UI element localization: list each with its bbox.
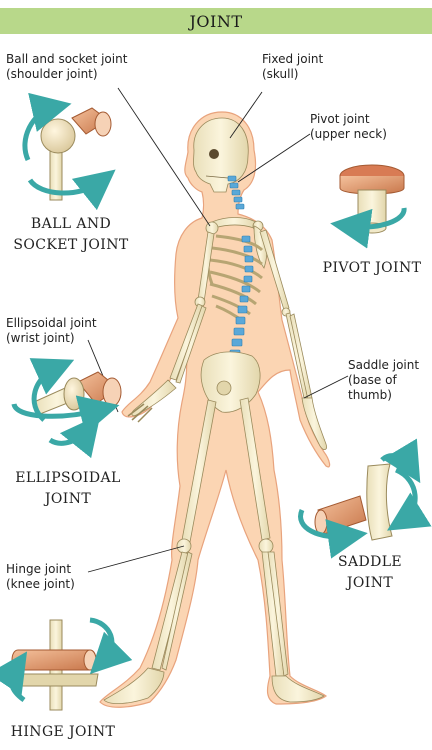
caption-ball-socket: BALL AND SOCKET JOINT — [6, 214, 136, 256]
caption-hinge-line1: HINGE JOINT — [0, 722, 126, 743]
label-saddle-line2: (base of — [348, 373, 419, 388]
label-fixed-line2: (skull) — [262, 67, 323, 82]
saddle-model — [301, 456, 416, 540]
label-saddle-line3: thumb) — [348, 388, 419, 403]
label-hinge-line2: (knee joint) — [6, 577, 75, 592]
label-saddle: Saddle joint (base of thumb) — [348, 358, 419, 403]
ellipsoidal-model — [14, 368, 121, 443]
caption-saddle-line1: SADDLE — [320, 552, 420, 573]
pivot-model — [340, 165, 404, 233]
caption-saddle: SADDLE JOINT — [320, 552, 420, 594]
label-pivot-line1: Pivot joint — [310, 112, 387, 127]
hinge-model — [11, 620, 112, 710]
label-hinge-line1: Hinge joint — [6, 562, 75, 577]
caption-ellipsoidal: ELLIPSOIDAL JOINT — [0, 468, 136, 510]
label-ellipsoidal: Ellipsoidal joint (wrist joint) — [6, 316, 97, 346]
caption-saddle-line2: JOINT — [320, 573, 420, 594]
label-pivot-line2: (upper neck) — [310, 127, 387, 142]
label-hinge: Hinge joint (knee joint) — [6, 562, 75, 592]
caption-ball-socket-line1: BALL AND — [6, 214, 136, 235]
label-saddle-line1: Saddle joint — [348, 358, 419, 373]
caption-pivot-line1: PIVOT JOINT — [312, 258, 432, 279]
caption-hinge: HINGE JOINT — [0, 722, 126, 743]
label-fixed: Fixed joint (skull) — [262, 52, 323, 82]
label-ellipsoidal-line1: Ellipsoidal joint — [6, 316, 97, 331]
label-ball-socket-line1: Ball and socket joint — [6, 52, 127, 67]
label-fixed-line1: Fixed joint — [262, 52, 323, 67]
caption-ellipsoidal-line2: JOINT — [0, 489, 136, 510]
label-pivot: Pivot joint (upper neck) — [310, 112, 387, 142]
caption-ellipsoidal-line1: ELLIPSOIDAL — [0, 468, 136, 489]
label-ball-socket-line2: (shoulder joint) — [6, 67, 127, 82]
caption-ball-socket-line2: SOCKET JOINT — [6, 235, 136, 256]
ball-socket-model — [25, 108, 111, 200]
label-ellipsoidal-line2: (wrist joint) — [6, 331, 97, 346]
label-ball-socket: Ball and socket joint (shoulder joint) — [6, 52, 127, 82]
caption-pivot: PIVOT JOINT — [312, 258, 432, 279]
